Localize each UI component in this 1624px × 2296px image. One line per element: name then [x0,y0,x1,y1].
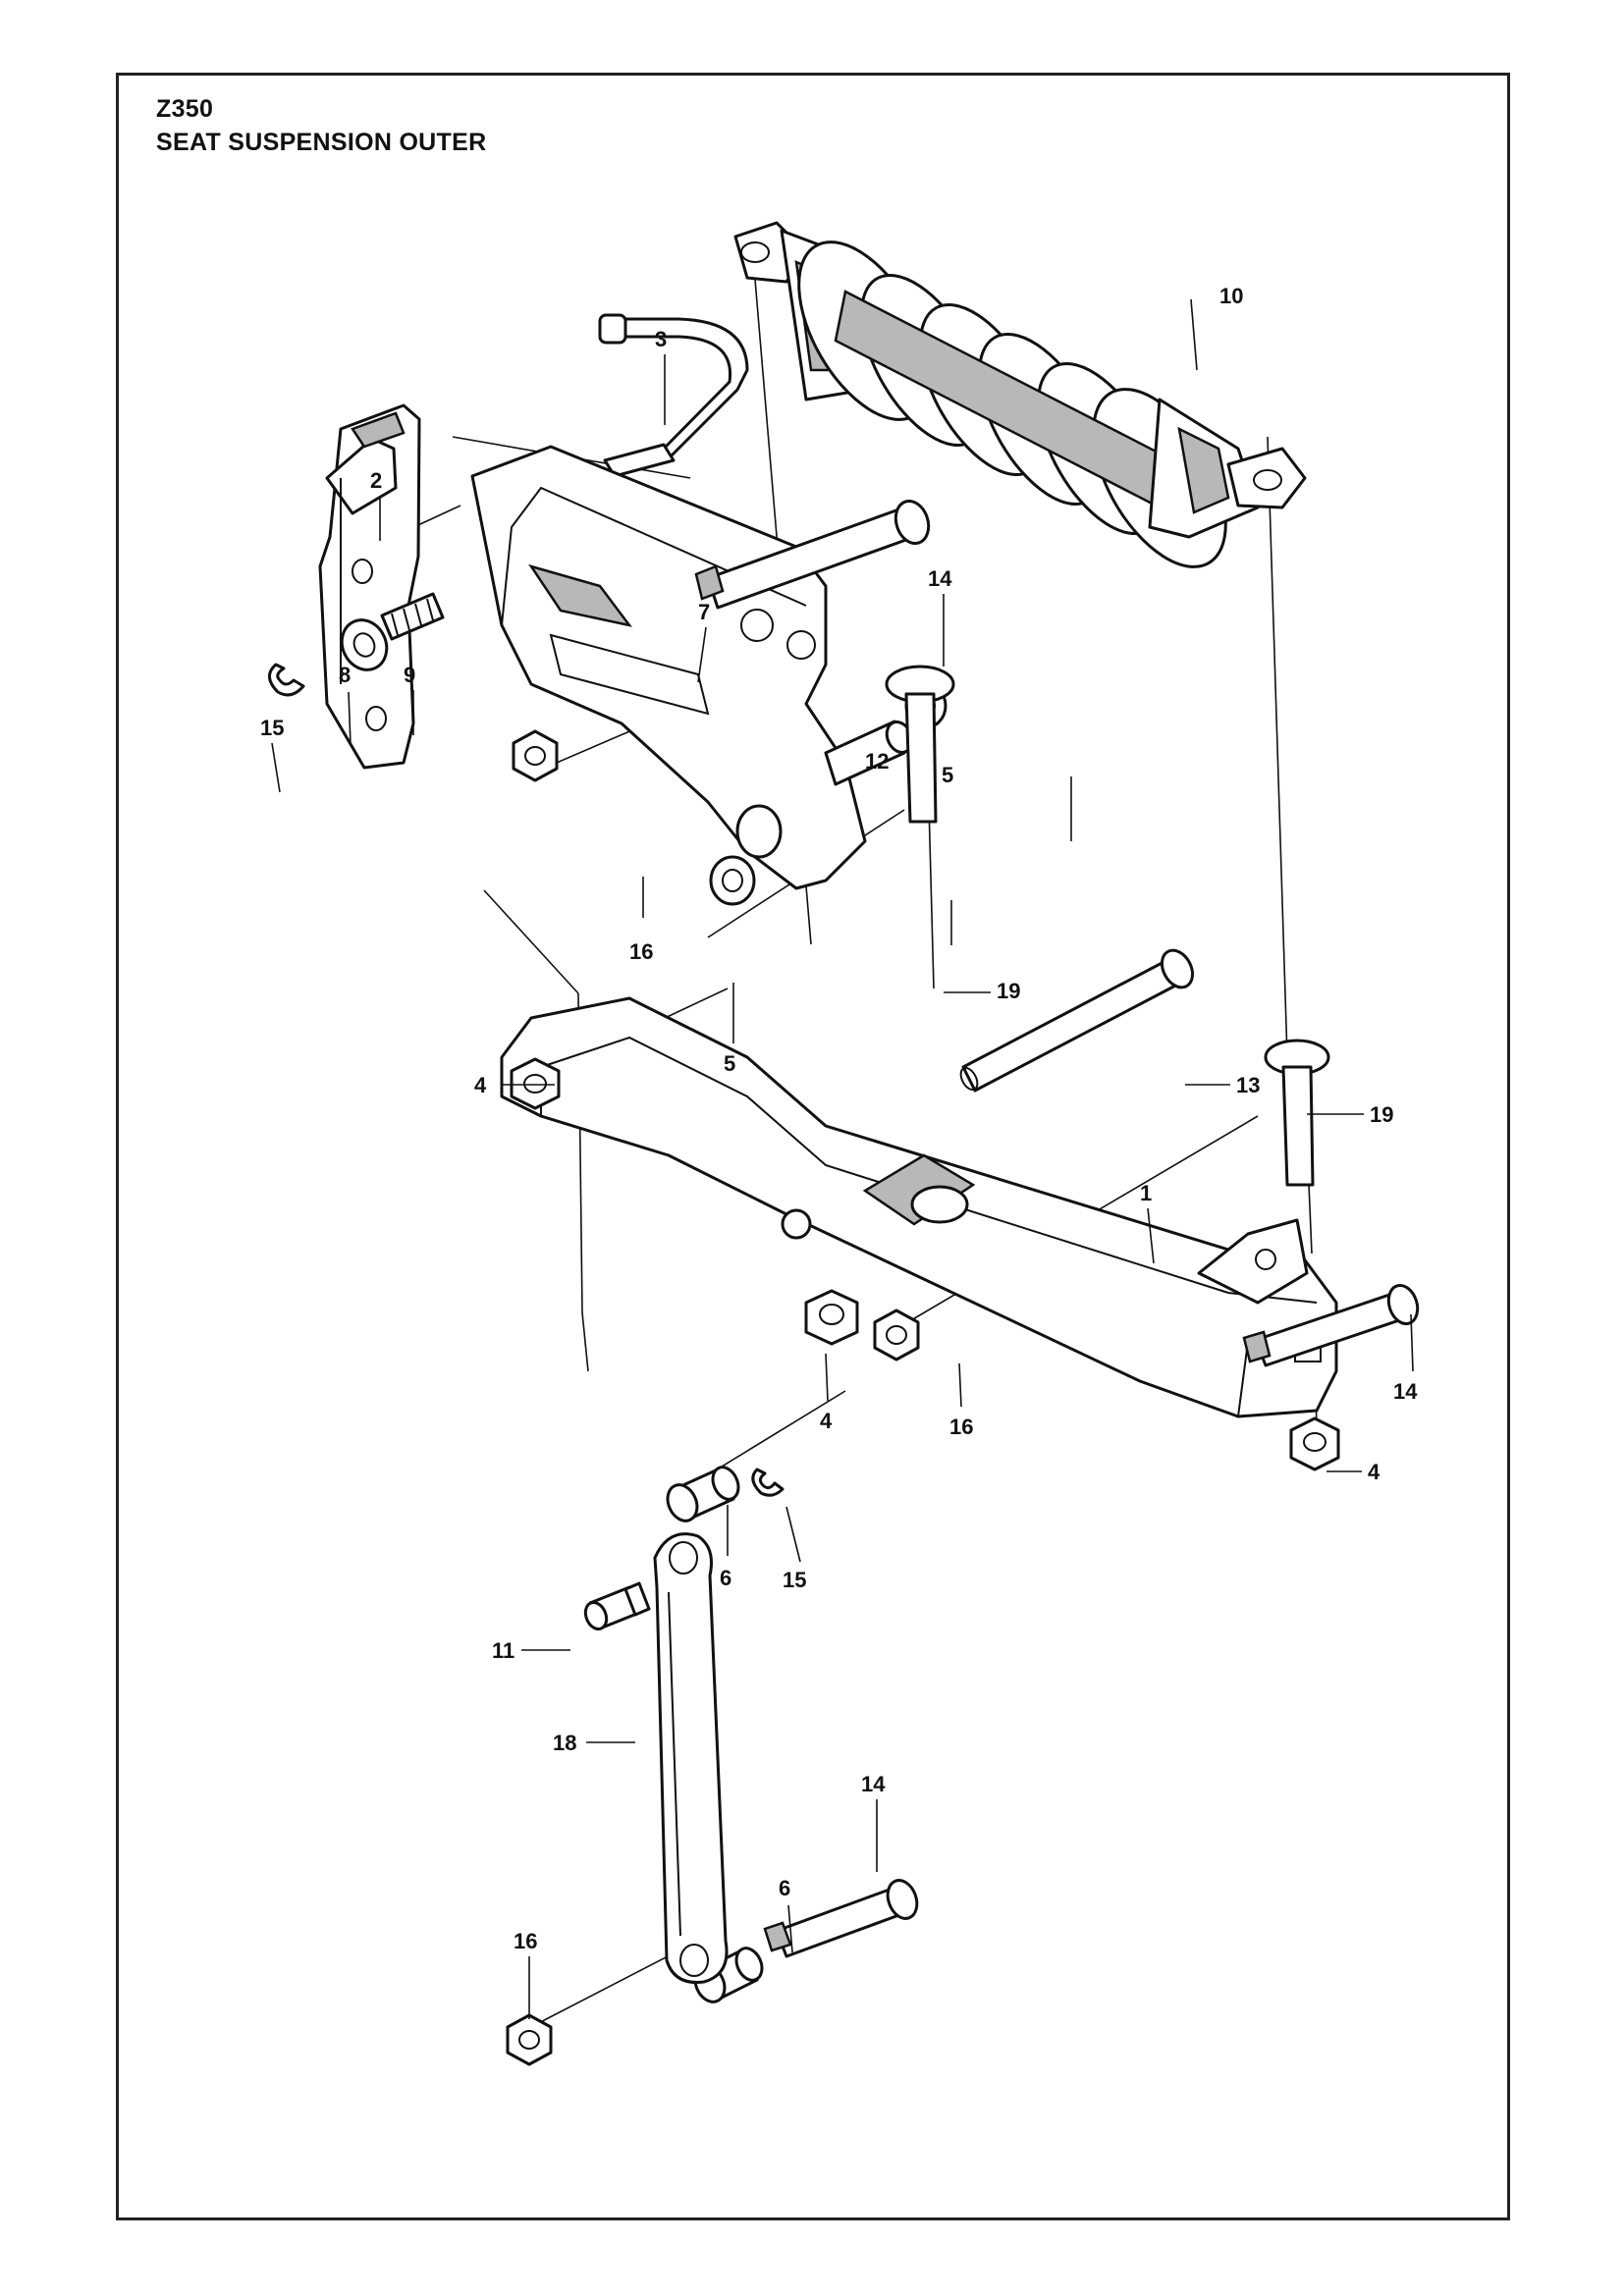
axis-link-top [483,889,579,994]
exploded-parts-diagram: 10 3 2 14 7 8 9 15 5 12 16 5 19 13 19 1 … [260,221,1420,2066]
part-bolt-14c [763,1879,919,1958]
part-pin-13 [959,948,1195,1093]
part-plate [470,445,867,890]
callout-12: 12 [865,749,889,774]
part-spring-9 [380,592,445,641]
callout-1: 1 [1140,1181,1152,1205]
callout-13: 13 [1236,1073,1260,1097]
drawing-frame: Z350 SEAT SUSPENSION OUTER [116,73,1510,2220]
part-clip-15a [268,663,305,697]
part-u-pin [598,313,749,478]
callout-16b: 16 [949,1415,973,1439]
diagram-title: SEAT SUSPENSION OUTER [156,129,487,156]
part-bolt-14a [694,500,931,610]
model-code: Z350 [156,95,214,123]
callout-5a: 5 [942,763,953,787]
callout-6b: 6 [779,1876,790,1900]
part-clip-15b [751,1468,785,1497]
part-bolt-14b [1242,1283,1420,1367]
callout-14c: 14 [861,1772,886,1796]
part-nut-16c [506,2013,553,2066]
callout-4b: 4 [820,1409,833,1433]
callout-3: 3 [655,327,667,351]
callout-4c: 4 [1368,1460,1380,1484]
callout-11: 11 [492,1638,514,1663]
callout-6a: 6 [720,1566,731,1590]
callout-18: 18 [553,1731,576,1755]
part-shock-absorber [733,221,1307,568]
part-bracket [318,403,421,770]
part-bushing-6a [666,1466,740,1522]
part-nut-16a [512,729,559,782]
part-carriage-bolt-19b [1264,1039,1330,1187]
callout-14a: 14 [928,566,952,591]
callout-8: 8 [339,663,351,687]
leader-lines [271,298,1414,2019]
callout-9: 9 [404,663,415,687]
part-nut-4a [510,1057,561,1110]
part-carriage-bolt-19a [885,665,955,824]
callout-7: 7 [698,600,710,624]
callout-15b: 15 [783,1568,806,1592]
part-nut-4c [1289,1416,1340,1471]
callout-labels: 10 3 2 14 7 8 9 15 5 12 16 5 19 13 19 1 … [260,284,1418,1953]
callout-2: 2 [370,468,382,493]
axis-link-lower [581,1311,589,1372]
part-pin-11 [583,1581,651,1631]
callout-19b: 19 [1370,1102,1393,1127]
callout-16c: 16 [514,1929,537,1953]
callout-5b: 5 [724,1051,735,1076]
part-nut-16b [873,1308,920,1362]
part-nut-4b [804,1289,859,1346]
axis-shock-bottom [1267,436,1288,1058]
part-washer-5b [709,855,756,906]
callout-16a: 16 [629,939,653,964]
callout-4a: 4 [474,1073,487,1097]
callout-10: 10 [1219,284,1243,308]
part-main-arm [500,996,1338,1418]
part-link-18 [653,1532,729,1985]
callout-15a: 15 [260,716,284,740]
part-washer-8 [340,618,389,671]
callout-19a: 19 [997,979,1020,1003]
callout-14b: 14 [1393,1379,1418,1404]
